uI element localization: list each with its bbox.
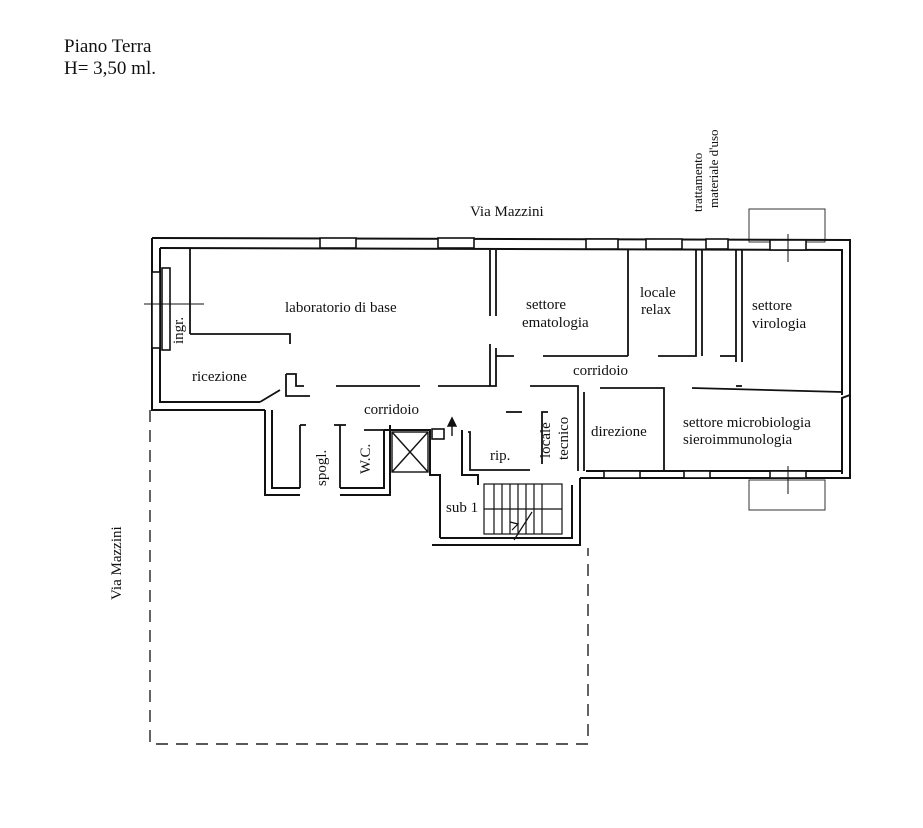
outer-walls bbox=[151, 237, 851, 546]
room-label-laboratorio: laboratorio di base bbox=[285, 300, 397, 316]
window bbox=[431, 428, 445, 440]
window bbox=[705, 238, 729, 250]
room-label-ricezione: ricezione bbox=[192, 369, 247, 385]
interior-walls bbox=[189, 248, 843, 488]
room-label-ripostiglio: rip. bbox=[490, 448, 510, 464]
room-label-tecnico-2: tecnico bbox=[556, 417, 572, 460]
street-label-north: Via Mazzini bbox=[470, 204, 544, 220]
floor-label: Piano Terra bbox=[64, 36, 152, 57]
window bbox=[161, 267, 171, 351]
room-label-spogliatoio: spogl. bbox=[314, 450, 330, 486]
elevator-shaft bbox=[391, 431, 429, 473]
room-label-ematologia-1: settore bbox=[526, 297, 566, 313]
window bbox=[603, 470, 641, 479]
door-markers bbox=[144, 234, 789, 494]
drawing-title-block: Piano Terra H= 3,50 ml. bbox=[64, 36, 156, 80]
window bbox=[437, 237, 475, 249]
room-label-microbiologia-2: sieroimmunologia bbox=[683, 432, 792, 448]
entry-arrow-icon bbox=[446, 416, 458, 436]
room-label-wc: W.C. bbox=[358, 444, 374, 474]
room-label-corridoio-left: corridoio bbox=[364, 402, 419, 418]
street-label-west: Via Mazzini bbox=[109, 526, 125, 600]
room-label-direzione: direzione bbox=[591, 424, 647, 440]
room-label-microbiologia-1: settore microbiologia bbox=[683, 415, 811, 431]
room-label-relax-2: relax bbox=[641, 302, 671, 318]
room-label-sub: sub 1 bbox=[446, 500, 478, 516]
room-label-corridoio-right: corridoio bbox=[573, 363, 628, 379]
window bbox=[683, 470, 711, 479]
window bbox=[319, 237, 357, 249]
room-label-ingresso: ingr. bbox=[171, 317, 187, 344]
room-label-virologia-1: settore bbox=[752, 298, 792, 314]
room-label-tecnico-1: locale bbox=[538, 422, 554, 458]
room-label-virologia-2: virologia bbox=[752, 316, 806, 332]
window bbox=[645, 238, 683, 250]
balcony-north bbox=[748, 208, 826, 243]
room-label-relax-1: locale bbox=[640, 285, 676, 301]
balcony-south bbox=[748, 479, 826, 511]
window bbox=[585, 238, 619, 250]
courtyard-boundary bbox=[149, 410, 589, 745]
window bbox=[151, 271, 161, 349]
staircase bbox=[483, 483, 563, 541]
room-label-trattamento-1: trattamento bbox=[690, 153, 705, 212]
room-label-ematologia-2: ematologia bbox=[522, 315, 589, 331]
room-label-trattamento-2: materiale d'uso bbox=[706, 129, 721, 208]
ceiling-height-label: H= 3,50 ml. bbox=[64, 58, 156, 79]
